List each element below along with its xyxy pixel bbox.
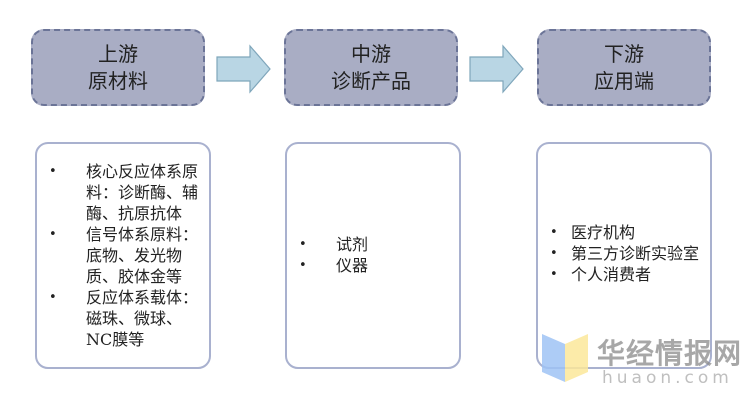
- list-item: •反应体系载体：磁珠、微球、NC膜等: [49, 288, 199, 349]
- stage-upstream-title: 上游: [98, 41, 138, 66]
- watermark: 华经情报网 huaon.com: [542, 332, 750, 392]
- detail-downstream-list: •医疗机构 •第三方诊断实验室 •个人消费者: [538, 222, 710, 285]
- list-item: •仪器: [299, 255, 369, 275]
- stage-midstream-subtitle: 诊断产品: [331, 68, 411, 93]
- bullet-icon: •: [299, 257, 307, 273]
- stage-downstream: 下游 应用端: [537, 29, 711, 106]
- arrow-right-icon: [469, 44, 524, 94]
- bullet-icon: •: [49, 164, 57, 179]
- bullet-icon: •: [550, 267, 558, 282]
- list-item: •医疗机构: [550, 223, 636, 242]
- stage-downstream-title: 下游: [604, 41, 644, 66]
- watermark-logo-icon: [542, 334, 588, 382]
- stage-midstream: 中游 诊断产品: [284, 29, 458, 106]
- stage-upstream: 上游 原材料: [31, 29, 205, 106]
- bullet-icon: •: [550, 246, 558, 261]
- list-item: •第三方诊断实验室: [550, 244, 700, 263]
- stage-midstream-title: 中游: [351, 41, 391, 66]
- bullet-icon: •: [49, 227, 57, 242]
- stage-upstream-subtitle: 原材料: [88, 68, 148, 93]
- list-item: •试剂: [299, 234, 369, 254]
- detail-downstream: •医疗机构 •第三方诊断实验室 •个人消费者: [536, 142, 712, 369]
- list-item: •核心反应体系原料：诊断酶、辅酶、抗原抗体: [49, 162, 199, 223]
- watermark-brand-cn: 华经情报网: [597, 337, 743, 370]
- detail-upstream-list: •核心反应体系原料：诊断酶、辅酶、抗原抗体 •信号体系原料：底物、发光物质、胶体…: [37, 161, 209, 350]
- list-item: •信号体系原料：底物、发光物质、胶体金等: [49, 225, 199, 286]
- watermark-brand-en: huaon.com: [602, 368, 733, 388]
- stage-downstream-subtitle: 应用端: [594, 68, 654, 93]
- list-item: •个人消费者: [550, 265, 652, 284]
- detail-midstream-list: •试剂 •仪器: [287, 234, 459, 276]
- detail-upstream: •核心反应体系原料：诊断酶、辅酶、抗原抗体 •信号体系原料：底物、发光物质、胶体…: [35, 142, 211, 369]
- bullet-icon: •: [299, 236, 307, 252]
- bullet-icon: •: [49, 290, 57, 305]
- arrow-right-icon: [216, 44, 271, 94]
- detail-midstream: •试剂 •仪器: [285, 142, 461, 369]
- bullet-icon: •: [550, 225, 558, 240]
